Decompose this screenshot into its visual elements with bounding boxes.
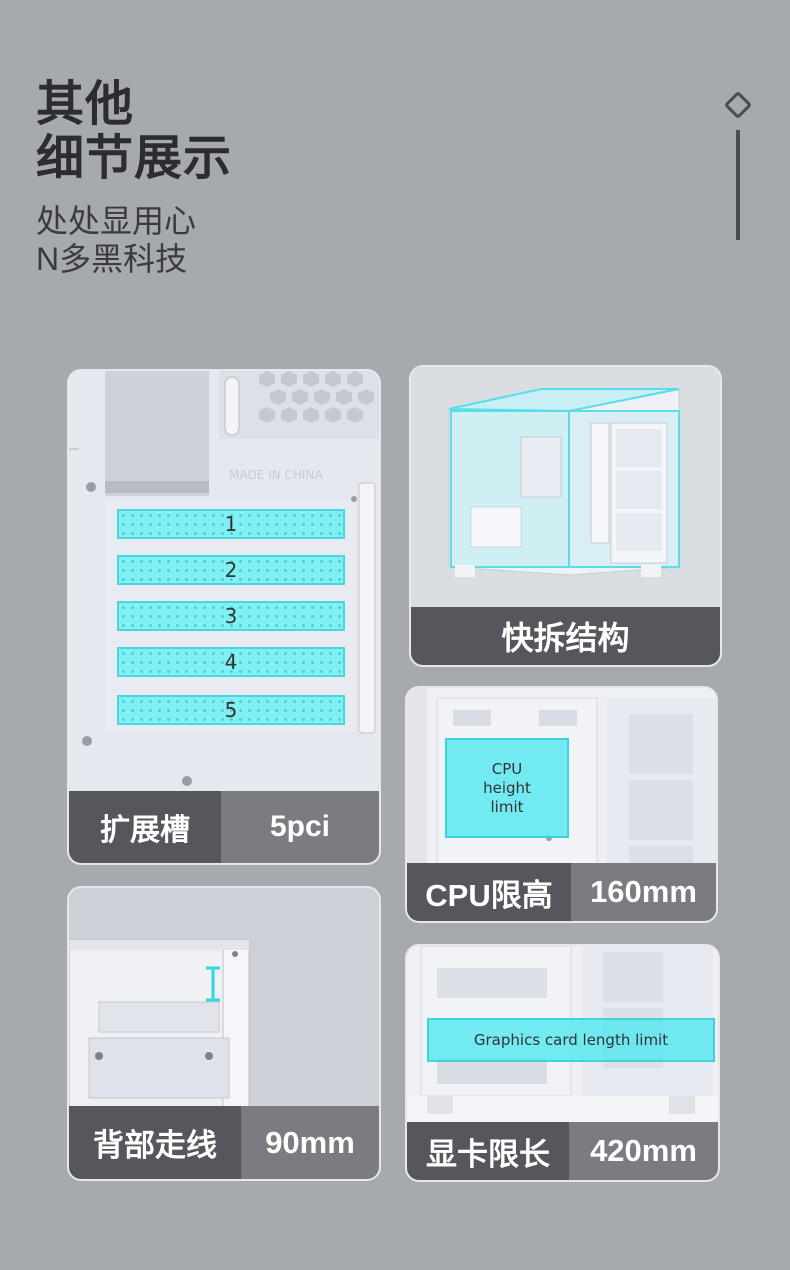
- subtitle-line-2: N多黑科技: [36, 241, 188, 277]
- quick-release-card: 快拆结构: [409, 365, 722, 667]
- slot-number: 2: [224, 558, 238, 582]
- slot-number: 4: [224, 650, 238, 674]
- cpu-height-value: 160mm: [571, 863, 716, 921]
- expansion-slot-card: MADE IN CHINA 1 2 3 4 5 扩展槽 5pci: [67, 369, 381, 865]
- gpu-length-value: 420mm: [569, 1122, 718, 1180]
- made-in-china-stamp: MADE IN CHINA: [229, 468, 323, 482]
- cpu-height-label: CPU限高: [407, 863, 571, 921]
- gpu-length-label: 显卡限长: [407, 1122, 569, 1180]
- expansion-slot-photo: MADE IN CHINA 1 2 3 4 5: [69, 371, 379, 793]
- gpu-annotation: Graphics card length limit: [473, 1031, 669, 1049]
- expansion-slot-value: 5pci: [221, 791, 379, 863]
- gpu-length-photo: Graphics card length limit: [407, 946, 718, 1126]
- cable-management-label-bar: 背部走线 90mm: [69, 1106, 379, 1179]
- quick-release-photo: [411, 367, 720, 611]
- case-exploded-illustration: [411, 367, 720, 611]
- gpu-length-card: Graphics card length limit 显卡限长 420mm: [405, 944, 720, 1182]
- quick-release-label-bar: 快拆结构: [411, 607, 720, 665]
- cpu-height-photo: CPU height limit: [407, 688, 716, 866]
- cable-management-card: 背部走线 90mm: [67, 886, 381, 1181]
- cable-management-value: 90mm: [241, 1106, 379, 1179]
- pci-slot-3: 3: [117, 601, 345, 631]
- diamond-icon: [723, 90, 753, 120]
- pci-slot-2: 2: [117, 555, 345, 585]
- cpu-annotation-line-3: limit: [490, 797, 524, 816]
- cable-management-label: 背部走线: [69, 1106, 241, 1179]
- gpu-length-label-bar: 显卡限长 420mm: [407, 1122, 718, 1180]
- gpu-length-limit-area: Graphics card length limit: [427, 1018, 715, 1062]
- pci-slot-4: 4: [117, 647, 345, 677]
- expansion-slot-label-bar: 扩展槽 5pci: [69, 791, 379, 863]
- cable-management-photo: [69, 888, 379, 1110]
- cpu-annotation-line-2: height: [483, 778, 531, 797]
- slot-number: 3: [224, 604, 238, 628]
- cpu-annotation-line-1: CPU: [491, 759, 523, 778]
- slot-number: 1: [224, 512, 238, 536]
- page-title: 其他 细节展示: [36, 78, 232, 186]
- title-line-2: 细节展示: [36, 132, 233, 185]
- cable-space-illustration: [69, 888, 379, 1110]
- pci-slot-1: 1: [117, 509, 345, 539]
- slot-number: 5: [224, 698, 238, 722]
- cpu-height-limit-area: CPU height limit: [445, 738, 569, 838]
- subtitle-line-1: 处处显用心: [36, 203, 197, 239]
- expansion-slot-label: 扩展槽: [69, 791, 221, 863]
- page-subtitle: 处处显用心 N多黑科技: [36, 202, 196, 278]
- title-line-1: 其他: [36, 78, 135, 131]
- pci-slot-5: 5: [117, 695, 345, 725]
- cpu-height-label-bar: CPU限高 160mm: [407, 863, 716, 921]
- decor-vertical-line: [736, 130, 740, 240]
- cpu-height-card: CPU height limit CPU限高 160mm: [405, 686, 718, 923]
- quick-release-label: 快拆结构: [411, 607, 720, 665]
